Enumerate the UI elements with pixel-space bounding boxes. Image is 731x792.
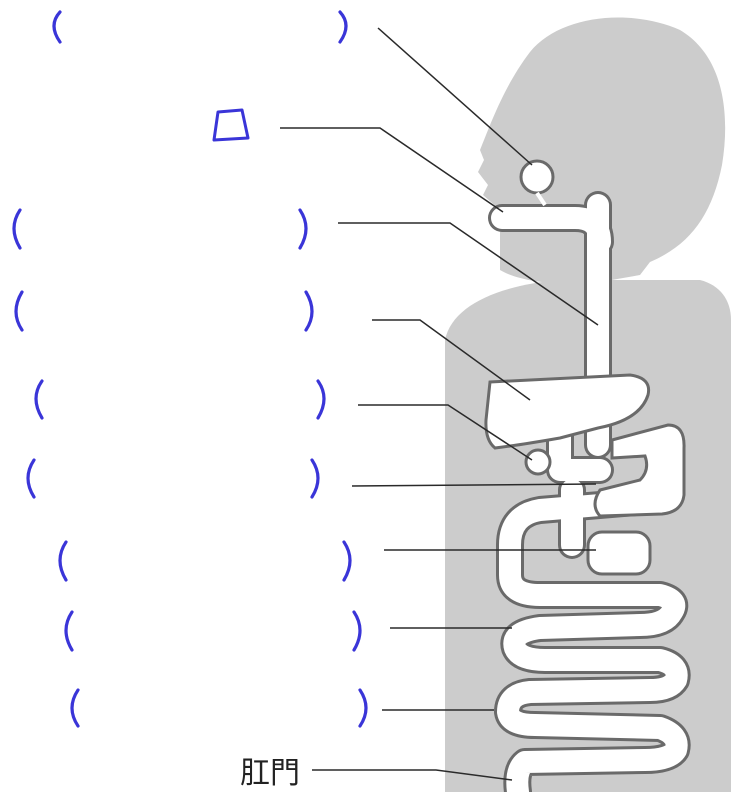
pancreas (588, 532, 650, 574)
answer-blank-6[interactable] (28, 460, 318, 497)
answer-blank-3[interactable] (14, 210, 306, 248)
answer-blank-5[interactable] (36, 381, 324, 418)
answer-blank-2[interactable] (214, 110, 248, 140)
answer-blank-8[interactable] (66, 612, 360, 650)
salivary-gland (521, 161, 553, 193)
anus-label: 肛門 (240, 756, 300, 791)
answer-blank-9[interactable] (72, 690, 366, 726)
leader-line-2 (280, 128, 503, 212)
answer-blanks (14, 12, 366, 726)
answer-blank-1[interactable] (54, 12, 346, 42)
answer-blank-4[interactable] (16, 292, 312, 330)
answer-blank-7[interactable] (60, 542, 350, 580)
gallbladder (526, 450, 550, 474)
